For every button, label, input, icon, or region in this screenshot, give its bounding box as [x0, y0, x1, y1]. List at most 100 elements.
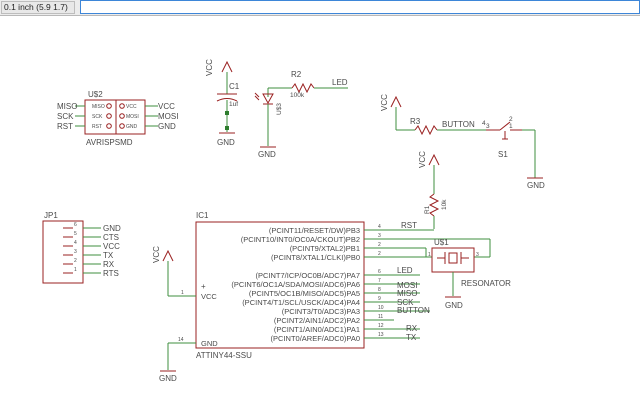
isp-inner-right-3: GND [126, 124, 138, 130]
isp-net-right-3: GND [158, 122, 176, 131]
ic1-plus-mark: + [201, 282, 206, 291]
r2-value: 100k [290, 92, 305, 99]
ic1-pin-num-3: 3 [378, 233, 381, 239]
ic1-pin-num-7: 7 [378, 278, 381, 284]
net-label-mosi: MOSI [397, 281, 417, 290]
ic1-pin-name-pa7: (PCINT7/ICP/OC0B/ADC7)PA7 [256, 271, 360, 280]
isp-net-right-1: VCC [158, 102, 175, 111]
pushbutton-s1[interactable]: 4 3 1 2 S1 GND [482, 116, 545, 190]
jp1-net-tx: TX [103, 251, 114, 260]
microcontroller-ic1[interactable]: + 1 VCC 14 GND VCC GND IC1 ATTINY44-SSU … [152, 211, 434, 383]
ic1-pin-gnd-num: 14 [178, 337, 184, 343]
resistor-r1[interactable]: VCC R1 10k [418, 151, 448, 229]
jp1-pin-5: 5 [74, 231, 77, 237]
isp-net-left-2: SCK [57, 112, 74, 121]
c1-vcc-label: VCC [205, 59, 214, 76]
r1-value: 10k [441, 199, 448, 210]
s1-pin-1: 1 [509, 123, 513, 130]
resistor-r3[interactable]: R3 VCC BUTTON [380, 94, 486, 136]
ic1-pin-vcc-name: VCC [201, 292, 217, 301]
command-input[interactable] [80, 0, 640, 14]
net-label-tx: TX [406, 333, 417, 342]
s1-gnd-label: GND [527, 181, 545, 190]
ic1-pin-num-8: 8 [378, 287, 381, 293]
net-label-miso: MISO [397, 289, 417, 298]
isp-net-left-3: RST [57, 122, 73, 131]
ic1-gnd-label: GND [159, 374, 177, 383]
ic1-pin-gnd-name: GND [201, 339, 218, 348]
isp-name: U$2 [88, 90, 103, 99]
net-label-rst: RST [401, 221, 417, 230]
ic1-pin-name-pa4: (PCINT4/T1/SCL/USCK/ADC4)PA4 [242, 298, 360, 307]
jp1-net-vcc: VCC [103, 242, 120, 251]
jp1-name: JP1 [44, 211, 58, 220]
r3-net-label: BUTTON [442, 120, 475, 129]
ic1-pin-num-10: 10 [378, 305, 384, 311]
ic1-pin-num-13: 13 [378, 332, 384, 338]
r2-name: R2 [291, 70, 302, 79]
ic1-pin-num-12: 12 [378, 323, 384, 329]
s1-pin-4: 4 [482, 120, 486, 127]
jp1-pin-6: 6 [74, 222, 77, 228]
ic1-pin-name-pb2: (PCINT10/INT0/OC0A/CKOUT)PB2 [241, 235, 360, 244]
isp-net-left-1: MISO [57, 102, 77, 111]
jp1-pin-1: 1 [74, 267, 77, 273]
isp-value: AVRISPSMD [86, 138, 133, 147]
r1-vcc-label: VCC [418, 151, 427, 168]
isp-inner-left-2: SCK [92, 114, 103, 120]
isp-header-u2[interactable]: U$2 AVRISPSMD MISO SCK RST VCC MOSI GND … [57, 90, 178, 147]
c1-value: 1uf [229, 101, 238, 108]
jp1-pin-4: 4 [74, 240, 77, 246]
ic1-pin-name-pb0: (PCINT8/XTAL1/CLKI)PB0 [271, 253, 360, 262]
resistor-r2[interactable]: R2 100k LED [290, 70, 348, 99]
led-name: U$3 [276, 103, 283, 115]
resonator-value: RESONATOR [461, 279, 511, 288]
resonator-pin-1: 1 [428, 252, 431, 258]
jp1-pin-3: 3 [74, 249, 77, 255]
led-u3[interactable]: U$3 GND [254, 87, 292, 159]
led-gnd-label: GND [258, 150, 276, 159]
command-toolbar: 0.1 inch (5.9 1.7) [0, 0, 640, 16]
ic1-pin-name-pb1: (PCINT9/XTAL2)PB1 [290, 244, 360, 253]
ic1-pin-name-pa6: (PCINT6/OC1A/SDA/MOSI/ADC6)PA6 [231, 280, 360, 289]
c1-gnd-label: GND [217, 138, 235, 147]
r1-name: R1 [424, 205, 431, 214]
schematic-canvas[interactable]: .p{stroke:#9a2020;fill:none;stroke-width… [0, 16, 640, 419]
jp1-net-cts: CTS [103, 233, 119, 242]
resonator-pin-3: 3 [476, 252, 479, 258]
ic1-pin-name-pa2: (PCINT2/AIN1/ADC2)PA2 [274, 316, 360, 325]
ic1-value: ATTINY44-SSU [196, 351, 252, 360]
isp-inner-left-3: RST [92, 124, 102, 130]
ic1-pin-num-2a: 2 [378, 242, 381, 248]
ic1-pin-name-pa5: (PCINT5/OC1B/MISO/ADC5)PA5 [249, 289, 360, 298]
r3-name: R3 [410, 117, 421, 126]
ic1-pin-name-pa0: (PCINT0/AREF/ADC0)PA0 [271, 334, 360, 343]
ic1-pin-num-9: 9 [378, 296, 381, 302]
net-label-rx: RX [406, 324, 418, 333]
ic1-pin-name-pa1: (PCINT1/AIN0/ADC1)PA1 [274, 325, 360, 334]
capacitor-c1[interactable]: C1 1uf VCC GND [205, 59, 240, 147]
jp1-pin-2: 2 [74, 258, 77, 264]
isp-inner-right-1: VCC [126, 104, 137, 110]
c1-name: C1 [229, 82, 240, 91]
ic1-pin-vcc-num: 1 [181, 290, 184, 296]
resonator-u1[interactable]: U$1 RESONATOR 1 3 GND [394, 238, 511, 310]
s1-pin-3: 3 [486, 123, 490, 130]
ic1-pin-name-pb3: (PCINT11/RESET/DW)PB3 [269, 226, 360, 235]
ic1-pin-num-2b: 2 [378, 251, 381, 257]
ic1-pin-num-6: 6 [378, 269, 381, 275]
ic1-pin-name-pa3: (PCINT3/T0/ADC3)PA3 [282, 307, 360, 316]
ic1-name: IC1 [196, 211, 209, 220]
jp1-net-gnd: GND [103, 224, 121, 233]
ic1-pin-num-4: 4 [378, 224, 381, 230]
isp-inner-right-2: MOSI [126, 114, 139, 120]
jp1-net-rx: RX [103, 260, 115, 269]
isp-net-right-2: MOSI [158, 112, 178, 121]
jp1-net-rts: RTS [103, 269, 119, 278]
r3-vcc-label: VCC [380, 94, 389, 111]
ftdi-header-jp1[interactable]: JP1 6 5 4 3 2 1 GND CTS VCC TX RX RTS [42, 211, 121, 284]
s1-pin-2: 2 [509, 116, 513, 123]
ic1-pin-num-11: 11 [378, 314, 383, 320]
resonator-name: U$1 [434, 238, 449, 247]
net-label-led: LED [397, 266, 413, 275]
